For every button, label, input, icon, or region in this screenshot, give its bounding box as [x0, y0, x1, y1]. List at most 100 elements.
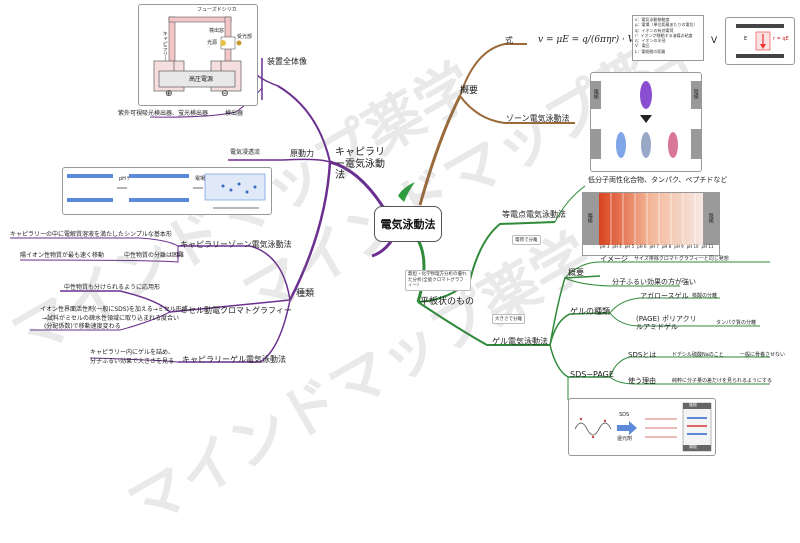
gel-overview-label: 概要 — [568, 268, 584, 277]
cze-note: キャピラリーの中に電解質溶液を満たしたシンプルな基本形 — [10, 231, 172, 238]
apparatus-figure: フューズドシリカ キャピラリー 検出窓 光源 受光部 高圧電源 ⊕ ⊖ — [138, 4, 258, 106]
fused-silica-label: フューズドシリカ — [197, 7, 237, 13]
field-drawing — [736, 24, 784, 58]
formula-label: 式 — [505, 36, 513, 45]
driving-force-label: 原動力 — [290, 149, 314, 158]
minus-electrode-icon: ⊖ — [221, 89, 229, 99]
branch-overview[interactable]: 概要 — [460, 86, 479, 96]
isoelectric-sample: 低分子両性化合物、タンパク、ペプチドなど — [588, 176, 728, 184]
field-force-label: r = qE — [773, 36, 789, 42]
branch-capillary-label: キャピラリー電気泳動法 — [335, 147, 385, 181]
mekc-note: →試料がミセルの疎水性領域に取り込まれる度合い — [42, 315, 180, 322]
gel-image-label: イメージ — [600, 255, 628, 263]
gel-type-page: (PAGE) ポリアクリルアミドゲル — [636, 315, 697, 332]
sds-fig-cathode: 陰極 — [689, 402, 697, 407]
apparatus-drawing — [153, 16, 242, 92]
mind-map-connectors — [10, 43, 770, 400]
legend-item: η：イオンの半径 — [635, 38, 666, 44]
legend-item: q：イオンの有効電荷 — [635, 27, 674, 33]
branch-plate[interactable]: 平板状のもの — [420, 297, 475, 307]
sds-fig-anode: 陽極 — [689, 444, 697, 449]
eof-drawing — [67, 173, 266, 209]
sds-reason-note: 純粋に分子量の差だけを見られるようにする — [672, 378, 773, 384]
ph-tick: pH 3 — [600, 244, 610, 249]
sds-what-note-2: 一般に骨養させない — [740, 352, 786, 358]
zone-anode: 陽極 — [592, 89, 599, 99]
ph-tick: pH 10 — [686, 244, 699, 249]
detector-label: 検出器 — [225, 110, 244, 117]
isoelectric-cathode: 陰極 — [707, 213, 714, 223]
ph-tick: pH 8 — [661, 244, 672, 249]
sds-what-note: ドデシル硫酸Naのこと — [672, 352, 724, 358]
plate-note: 無担・化学物理方分析の優れた分析(全能クロマトグラフィー) — [405, 270, 471, 291]
zone-figure: 陽極 陰極 — [590, 72, 702, 172]
ph-tick: pH 6 — [637, 244, 647, 249]
plus-electrode-icon: ⊕ — [165, 89, 173, 99]
ph-tick: pH 11 — [701, 244, 714, 249]
capillary-label: キャピラリー — [161, 31, 168, 61]
center-node[interactable]: 電気泳動法 — [374, 206, 442, 242]
eof-field-label: 電場 — [195, 176, 206, 182]
voltage-symbol: V — [711, 36, 718, 46]
isoelectric-note: 電荷で分離 — [512, 235, 541, 245]
isoelectric-figure: 陽極 陰極 pH 3 pH 4 pH 5 pH 6 pH 7 pH 8 pH 9… — [582, 192, 720, 256]
sds-drawing — [574, 402, 712, 452]
field-e-symbol: E — [744, 36, 748, 42]
ph-ticks: pH 3 pH 4 pH 5 pH 6 pH 7 pH 8 pH 9 pH 10… — [600, 244, 714, 250]
gel-type-agarose-note: 核酸の分離 — [692, 293, 718, 299]
gel-image-note: サイズ排除クロマトグラフィーと同じ発想 — [634, 256, 729, 262]
eof-label: 電気浸透流 — [230, 149, 261, 156]
types-label: 種類 — [296, 289, 315, 299]
formula-expression: v = μE = q/(6πηr) · V/L — [538, 35, 644, 45]
gel-types-label: ゲルの種類 — [570, 307, 610, 316]
photodetector-label: 受光部 — [237, 34, 253, 40]
cze-note: 中性物質の分離は困難 — [124, 252, 185, 259]
mekc-note: 中性物質も分けられるように応用形 — [64, 284, 161, 291]
zone-cathode: 陰極 — [692, 89, 699, 99]
apparatus-label: 装置全体像 — [267, 57, 307, 66]
legend-item: V：電圧 — [635, 43, 650, 49]
sds-label: SDS−PAGE — [570, 370, 614, 379]
isoelectric-label[interactable]: 等電点電気泳動法 — [502, 210, 566, 219]
isoelectric-anode: 陽極 — [586, 213, 593, 223]
sds-what-label: SDSとは — [628, 351, 657, 359]
eof-figure: pH↑ 電場 — [62, 167, 272, 215]
field-figure: E r = qE — [725, 17, 795, 65]
mekc-note: (分配係数)で移動速度変わる — [44, 323, 121, 330]
isoelectric-gradient — [583, 193, 719, 245]
type-mekc[interactable]: ミセル動電クロマトグラフィー — [180, 306, 292, 315]
gel-label[interactable]: ゲル電気泳動法 — [492, 337, 548, 346]
legend-item: L：電極間の距離 — [635, 48, 666, 54]
gel-type-agarose: アガロースゲル — [640, 292, 689, 300]
legend-item: μ：電場（単位距離あたりの電位） — [635, 22, 698, 28]
uv-detector-label: 紫外可視吸光検出器、蛍光検出器 — [118, 110, 209, 117]
mekc-note: イオン性界面活性剤(一般にSDS)を加える→ミセル形成 — [40, 306, 188, 313]
gel-note: 大きさで分離 — [492, 314, 525, 324]
sds-reason-label: 使う理由 — [628, 377, 656, 385]
legend-item: v：電気泳動移動度 — [635, 17, 670, 22]
cze-note: 陽イオン性物質が最も速く移動 — [20, 252, 105, 259]
detector-window-label: 検出窓 — [209, 28, 225, 34]
zone-drawing — [591, 81, 701, 159]
mind-map: マインドマップ薬学 マインドマップ薬学 マインドマップ薬学 電気泳動法 キャピラ… — [1, 4, 795, 540]
branch-capillary[interactable]: キャピラリー電気泳動法 — [335, 147, 391, 182]
light-source-label: 光源 — [207, 40, 218, 46]
eof-ph-label: pH↑ — [119, 176, 131, 182]
cge-note: 分子ふるい効果で大きさを見る — [90, 358, 175, 365]
cge-note: キャピラリー内にゲルを詰め、 — [90, 349, 175, 356]
ph-tick: pH 9 — [674, 244, 684, 249]
type-cze[interactable]: キャピラリーゾーン電気泳動法 — [180, 240, 292, 249]
ph-tick: pH 5 — [624, 244, 635, 249]
gel-sieve: 分子ふるい効果の方が強い — [612, 278, 696, 286]
sds-fig-reducer: 還元剤 — [617, 436, 633, 442]
formula-legend: v：電気泳動移動度 μ：電場（単位距離あたりの電位） q：イオンの有効電荷 r：… — [632, 15, 704, 61]
legend-item: r：イオンが移動する溶媒の粘度 — [635, 32, 693, 38]
ph-tick: pH 4 — [612, 244, 622, 249]
sds-fig-sds: SDS — [619, 412, 630, 418]
sds-figure: SDS 還元剤 陰極 陽極 — [568, 398, 716, 456]
gel-type-page-note: タンパク質の分離 — [716, 320, 757, 326]
high-voltage-label: 高圧電源 — [189, 76, 214, 83]
zone-label: ゾーン電気泳動法 — [506, 114, 570, 123]
type-cge[interactable]: キャピラリーゲル電気泳動法 — [182, 355, 286, 364]
ph-tick: pH 7 — [649, 244, 659, 249]
